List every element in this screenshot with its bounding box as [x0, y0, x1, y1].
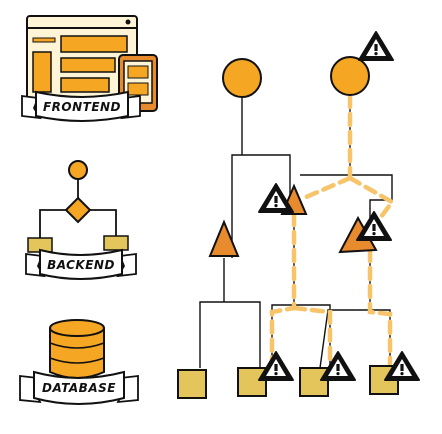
database-node-1[interactable]: [177, 369, 207, 399]
warning-triangle-icon: [258, 351, 294, 381]
backend-node-left[interactable]: [208, 219, 240, 257]
backend-flow-icon: [27, 160, 129, 253]
warning-triangle-icon: [320, 351, 356, 381]
legend-database: DATABASE: [19, 319, 139, 405]
database-label: DATABASE: [42, 381, 116, 395]
legend-backend: BACKEND: [25, 160, 137, 280]
frontend-node-left[interactable]: [222, 58, 262, 98]
frontend-label: FRONTEND: [43, 100, 121, 114]
affected-path: [269, 93, 396, 369]
warning-triangle-icon: [358, 31, 394, 61]
legend-frontend: FRONTEND: [21, 15, 158, 122]
backend-label: BACKEND: [47, 258, 115, 272]
database-node-3[interactable]: [299, 367, 329, 397]
browser-window-icon: [26, 15, 138, 104]
database-node-2[interactable]: [237, 367, 267, 397]
frontend-node-right[interactable]: [330, 56, 370, 96]
frontend-banner: FRONTEND: [21, 90, 141, 122]
backend-banner: BACKEND: [25, 248, 137, 280]
database-cylinder-icon: [49, 319, 105, 379]
database-banner: DATABASE: [19, 370, 139, 405]
